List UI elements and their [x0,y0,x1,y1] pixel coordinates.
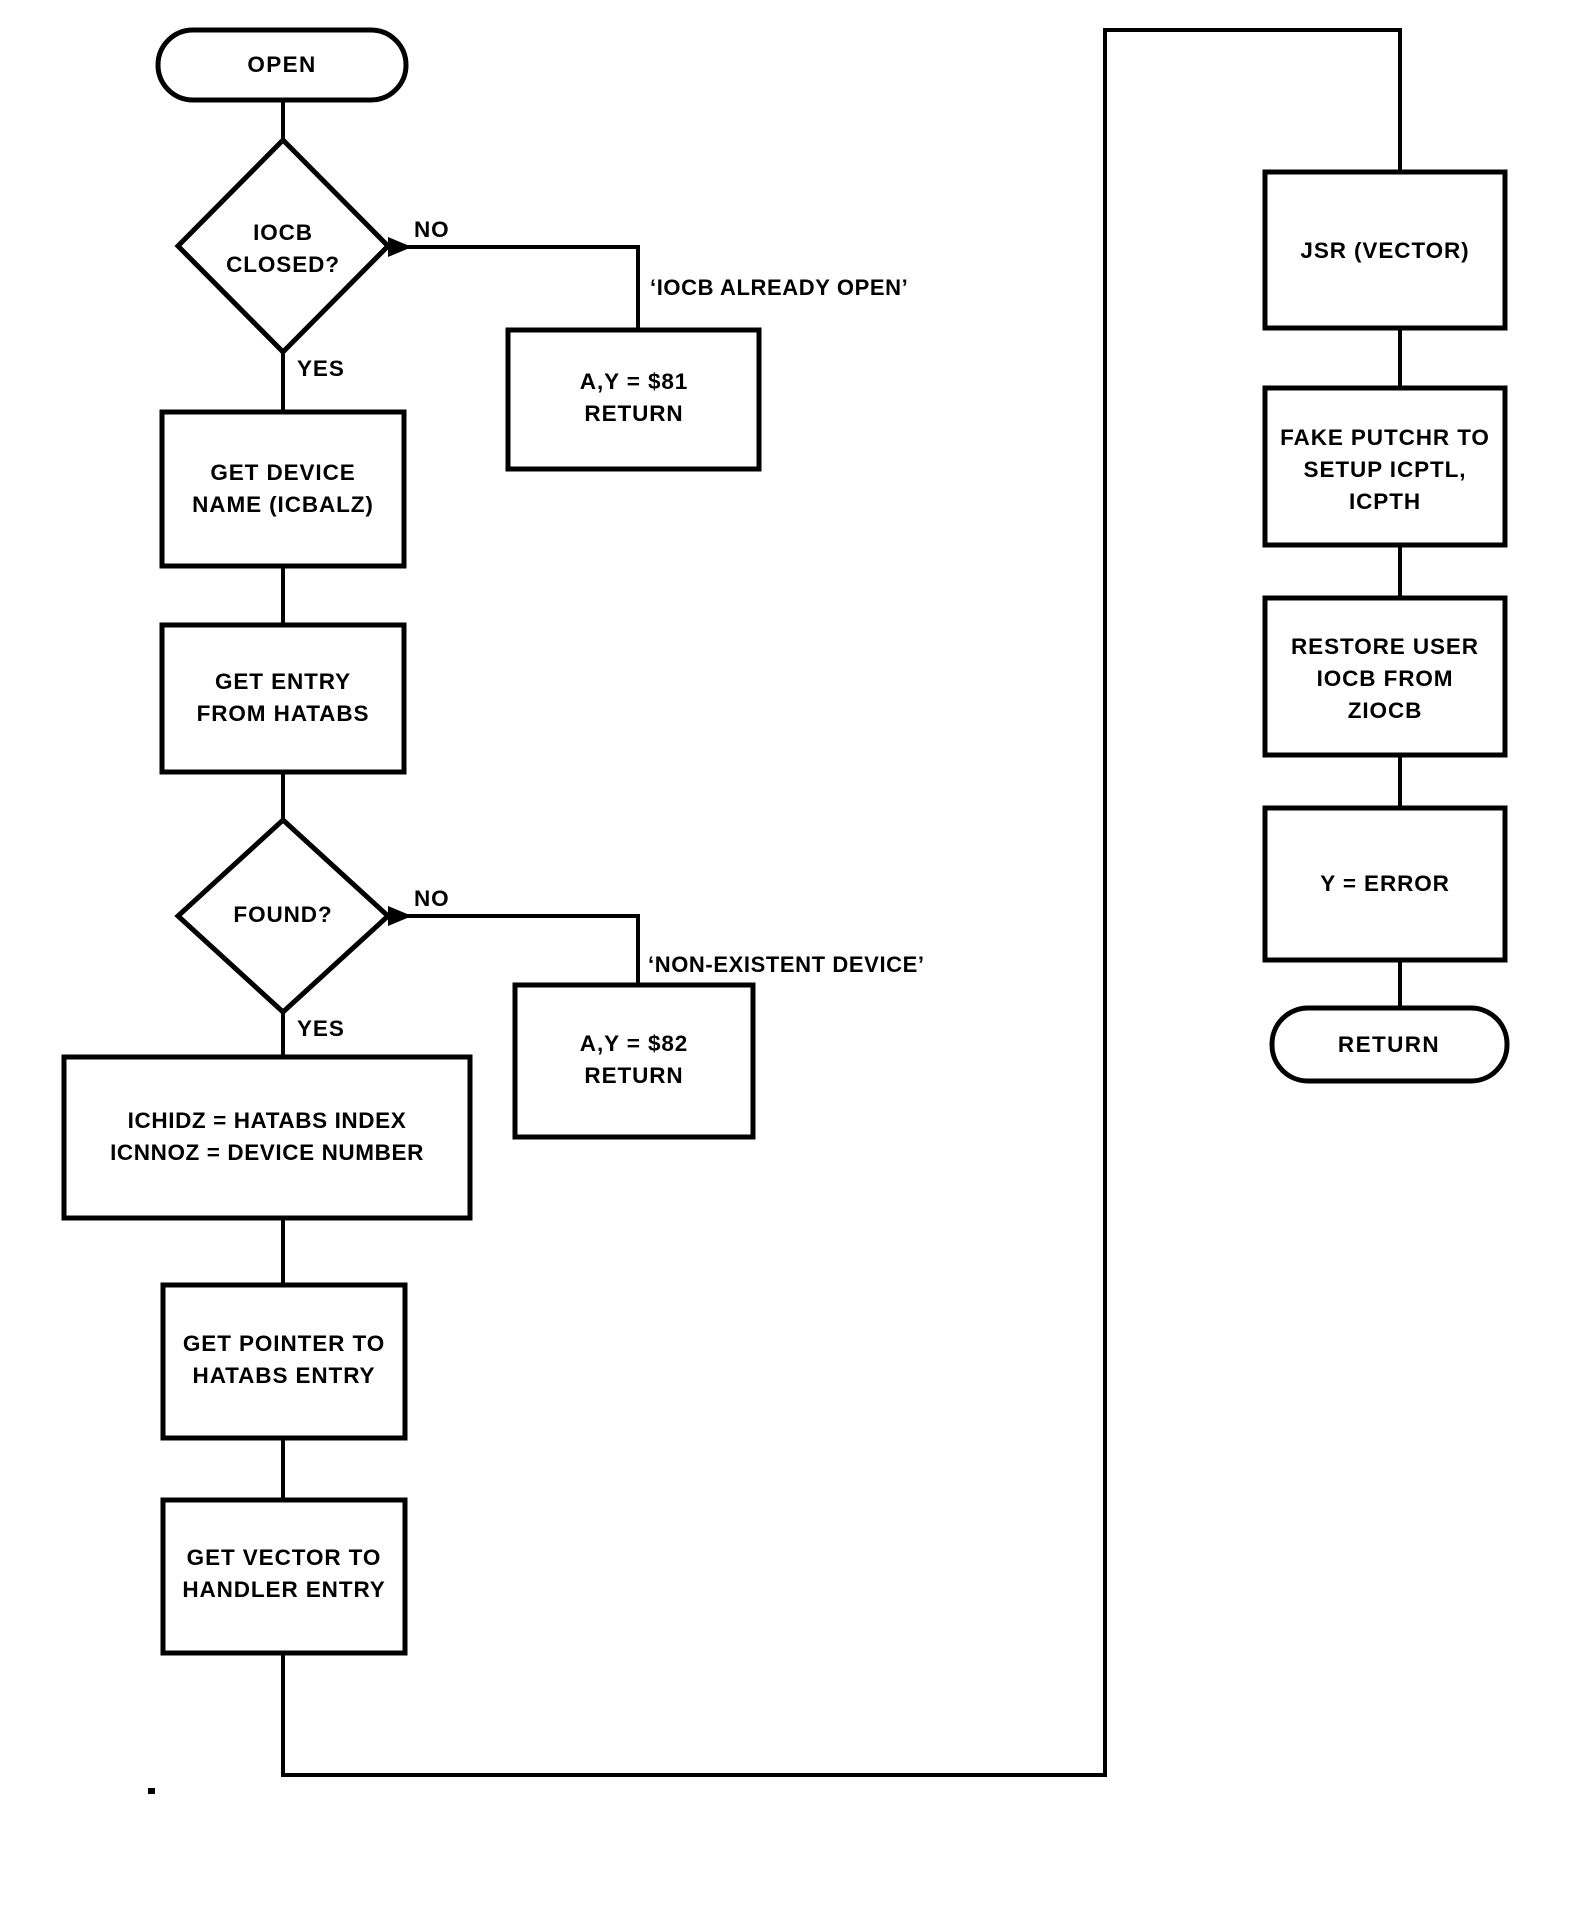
decision-iocb-closed-shape [174,136,392,356]
process-get-pointer-line1: GET POINTER TO [183,1331,385,1356]
process-fake-putchr-line2: SETUP ICPTL, [1304,457,1467,482]
process-jsr-vector-shape [1262,169,1508,331]
process-y-error-shape [1262,805,1508,963]
process-set-ichidz-line1: ICHIDZ = HATABS INDEX [128,1108,407,1133]
process-get-entry-shape [159,622,407,775]
node-set-ichidz-icnnoz: ICHIDZ = HATABS INDEX ICNNOZ = DEVICE NU… [61,1054,473,1221]
process-restore-iocb-line1: RESTORE USER [1291,634,1479,659]
arrowhead-found-no [388,906,412,926]
node-get-pointer-hatabs-entry: GET POINTER TO HATABS ENTRY [160,1282,408,1441]
process-error82-shape [512,982,756,1140]
edge-label-iocb-closed-yes: YES [297,356,345,381]
process-restore-iocb-line3: ZIOCB [1348,698,1423,723]
node-get-vector-handler-entry: GET VECTOR TO HANDLER ENTRY [160,1497,408,1656]
process-restore-iocb-line2: IOCB FROM [1317,666,1454,691]
process-get-vector-line2: HANDLER ENTRY [182,1577,385,1602]
edge-label-iocb-closed-no: NO [414,217,450,242]
node-y-error: Y = ERROR [1262,805,1508,963]
node-fake-putchr: FAKE PUTCHR TO SETUP ICPTL, ICPTH [1262,385,1508,548]
terminator-open-label: OPEN [247,52,316,77]
node-end-return: RETURN [1269,1005,1510,1084]
edge-label-found-no: NO [414,886,450,911]
node-decision-iocb-closed: IOCB CLOSED? [174,136,392,356]
connector-iocb-no-to-error81 [388,245,640,330]
process-get-vector-shape [160,1497,408,1656]
annotation-iocb-already-open: ‘IOCB ALREADY OPEN’ [650,275,908,300]
process-fake-putchr-shape [1262,385,1508,548]
terminator-return-label: RETURN [1338,1032,1440,1057]
process-get-entry-line1: GET ENTRY [215,669,351,694]
process-get-device-name-line1: GET DEVICE [210,460,355,485]
process-jsr-vector-line1: JSR (VECTOR) [1300,238,1469,263]
process-set-ichidz-line2: ICNNOZ = DEVICE NUMBER [110,1140,424,1165]
process-get-vector-line1: GET VECTOR TO [187,1545,382,1570]
process-restore-iocb-shape [1262,595,1508,758]
process-get-entry-line2: FROM HATABS [197,701,370,726]
node-error-already-open: A,Y = $81 RETURN [505,327,762,472]
connector-get-vector-to-jsr-vector [281,28,1402,1777]
process-get-device-name-shape [159,409,407,569]
edge-label-found-yes: YES [297,1016,345,1041]
node-decision-found: FOUND? [174,816,392,1016]
terminator-open-shape [155,27,409,103]
node-restore-user-iocb: RESTORE USER IOCB FROM ZIOCB [1262,595,1508,758]
process-y-error-line1: Y = ERROR [1320,871,1450,896]
decision-iocb-closed-line1: IOCB [253,220,313,245]
process-error82-line1: A,Y = $82 [580,1031,688,1056]
decision-found-line1: FOUND? [233,902,332,927]
process-fake-putchr-line3: ICPTH [1349,489,1421,514]
node-start-open: OPEN [155,27,409,103]
connector-found-no-to-error82 [388,914,640,985]
annotation-non-existent-device: ‘NON-EXISTENT DEVICE’ [648,952,925,977]
process-get-pointer-shape [160,1282,408,1441]
arrowhead-iocb-no [388,237,412,257]
process-error82-line2: RETURN [584,1063,683,1088]
node-get-entry-from-hatabs: GET ENTRY FROM HATABS [159,622,407,775]
process-set-ichidz-shape [61,1054,473,1221]
process-get-pointer-line2: HATABS ENTRY [193,1363,376,1388]
process-error81-shape [505,327,762,472]
decision-found-shape [174,816,392,1016]
node-jsr-vector: JSR (VECTOR) [1262,169,1508,331]
process-error81-line1: A,Y = $81 [580,369,688,394]
node-get-device-name: GET DEVICE NAME (ICBALZ) [159,409,407,569]
terminator-return-shape [1269,1005,1510,1084]
process-fake-putchr-line1: FAKE PUTCHR TO [1280,425,1490,450]
node-error-non-existent: A,Y = $82 RETURN [512,982,756,1140]
process-get-device-name-line2: NAME (ICBALZ) [192,492,374,517]
process-error81-line2: RETURN [584,401,683,426]
scan-artifact-dot [148,1788,155,1794]
decision-iocb-closed-line2: CLOSED? [226,252,340,277]
